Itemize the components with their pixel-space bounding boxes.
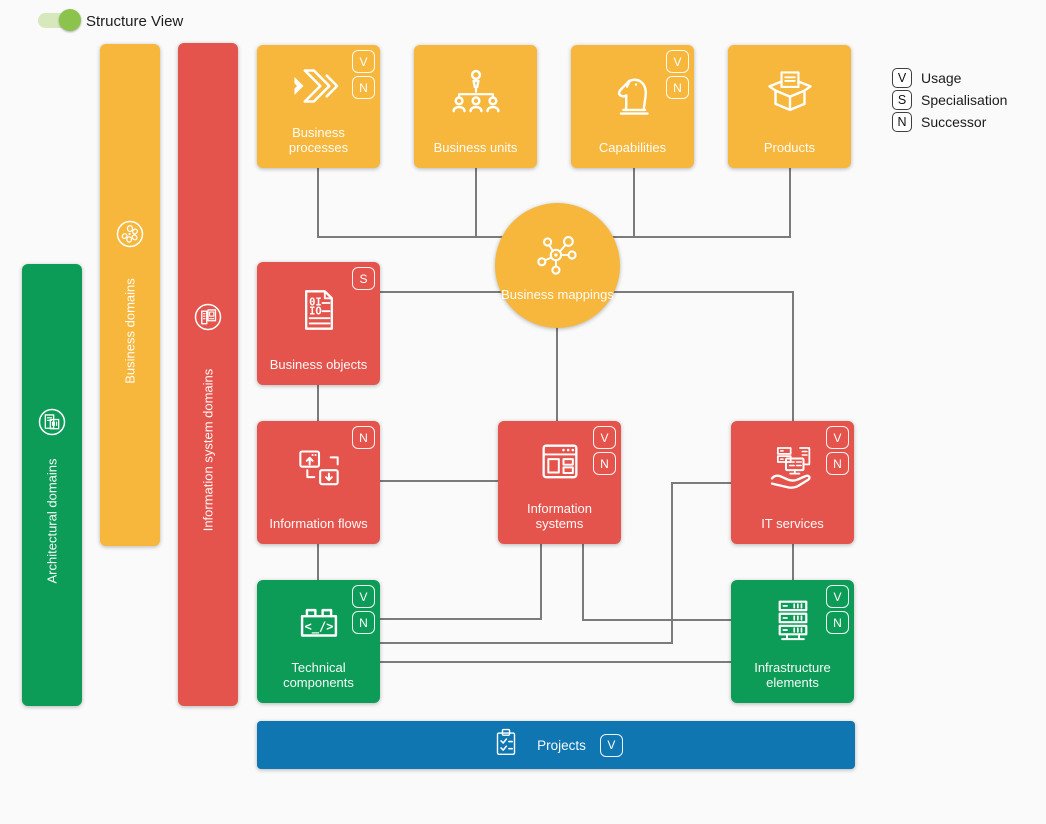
successor-badge: N — [892, 112, 912, 132]
connector-line — [317, 384, 319, 422]
node-label: Technical components — [283, 660, 354, 690]
connector-line — [582, 543, 584, 621]
usage-badge: V — [593, 426, 616, 449]
business-objects-icon: 0I IO — [291, 282, 347, 343]
node-label: Products — [763, 140, 816, 155]
connector-line — [792, 544, 794, 581]
node-label: Capabilities — [598, 140, 667, 155]
business-domains-icon — [110, 214, 150, 259]
svg-text:0I: 0I — [309, 296, 322, 308]
node-business-objects[interactable]: S 0I IO Business objects — [257, 262, 380, 385]
node-business-mappings[interactable]: Business mappings — [495, 203, 620, 328]
usage-badge: V — [826, 426, 849, 449]
connector-line — [633, 167, 635, 237]
toggle-label: Structure View — [86, 13, 184, 30]
node-label: Information flows — [269, 516, 368, 531]
usage-badge: V — [826, 585, 849, 608]
business-mappings-icon — [533, 230, 583, 285]
usage-badge: V — [892, 68, 912, 88]
toggle-knob[interactable] — [59, 9, 81, 31]
legend-row-usage: V Usage — [892, 67, 1007, 89]
connector-line — [671, 482, 731, 484]
successor-badge: N — [826, 611, 849, 634]
connector-line — [556, 265, 558, 422]
connector-line — [540, 543, 542, 620]
node-business-units[interactable]: Business units — [414, 45, 537, 168]
connector-line — [789, 167, 791, 237]
bar-architectural-domains[interactable]: Architectural domains — [22, 264, 82, 706]
connector-line — [792, 291, 794, 422]
connector-line — [317, 167, 319, 237]
connector-line — [380, 480, 498, 482]
node-label: IT services — [761, 516, 824, 531]
usage-badge: V — [666, 50, 689, 73]
legend-row-successor: N Successor — [892, 111, 1007, 133]
technical-components-icon: <_/> — [290, 592, 348, 655]
successor-badge: N — [352, 426, 375, 449]
connector-line — [380, 618, 542, 620]
node-products[interactable]: Products — [728, 45, 851, 168]
legend: V Usage S Specialisation N Successor — [892, 67, 1007, 133]
usage-badge: V — [599, 733, 623, 757]
usage-badge: V — [352, 50, 375, 73]
infrastructure-elements-icon — [764, 592, 822, 655]
information-systems-icon — [532, 434, 588, 495]
business-units-icon — [447, 64, 505, 127]
products-icon — [761, 64, 819, 127]
specialisation-badge: S — [352, 267, 375, 290]
successor-badge: N — [352, 611, 375, 634]
successor-badge: N — [666, 76, 689, 99]
bar-label: Business domains — [122, 278, 138, 384]
legend-label: Specialisation — [921, 92, 1008, 108]
bar-label: Architectural domains — [44, 458, 60, 584]
successor-badge: N — [352, 76, 375, 99]
legend-label: Successor — [921, 114, 987, 130]
information-flows-icon — [291, 441, 347, 502]
successor-badge: N — [826, 452, 849, 475]
node-label: Information systems — [526, 501, 593, 531]
connector-line — [380, 642, 673, 644]
node-label: Infrastructure elements — [754, 660, 831, 690]
usage-badge: V — [352, 585, 375, 608]
architectural-domains-icon — [32, 402, 72, 447]
business-processes-icon — [288, 55, 350, 122]
bar-information-system-domains[interactable]: Information system domains — [178, 43, 238, 706]
node-label: Business mappings — [501, 286, 614, 302]
legend-label: Usage — [921, 70, 962, 86]
successor-badge: N — [593, 452, 616, 475]
svg-text:<_/>: <_/> — [304, 619, 333, 634]
connector-line — [380, 661, 731, 663]
information-system-domains-icon — [188, 297, 228, 342]
it-services-icon — [765, 441, 821, 502]
node-label: Business objects — [269, 357, 368, 372]
svg-text:IO: IO — [309, 306, 322, 318]
node-label: Business units — [433, 140, 518, 155]
connector-line — [317, 543, 319, 581]
connector-line — [671, 482, 673, 644]
specialisation-badge: S — [892, 90, 912, 110]
connector-line — [582, 619, 731, 621]
capabilities-icon — [604, 64, 662, 127]
node-projects[interactable]: Projects V — [257, 721, 855, 769]
projects-icon — [489, 726, 523, 765]
legend-row-specialisation: S Specialisation — [892, 89, 1007, 111]
bar-label: Information system domains — [200, 368, 216, 532]
node-label: Business processes — [288, 125, 349, 155]
node-information-flows[interactable]: N Information flows — [257, 421, 380, 544]
connector-line — [475, 167, 477, 237]
bar-business-domains[interactable]: Business domains — [100, 44, 160, 546]
node-label: Projects — [537, 737, 586, 753]
structure-view-toggle[interactable] — [38, 9, 81, 31]
